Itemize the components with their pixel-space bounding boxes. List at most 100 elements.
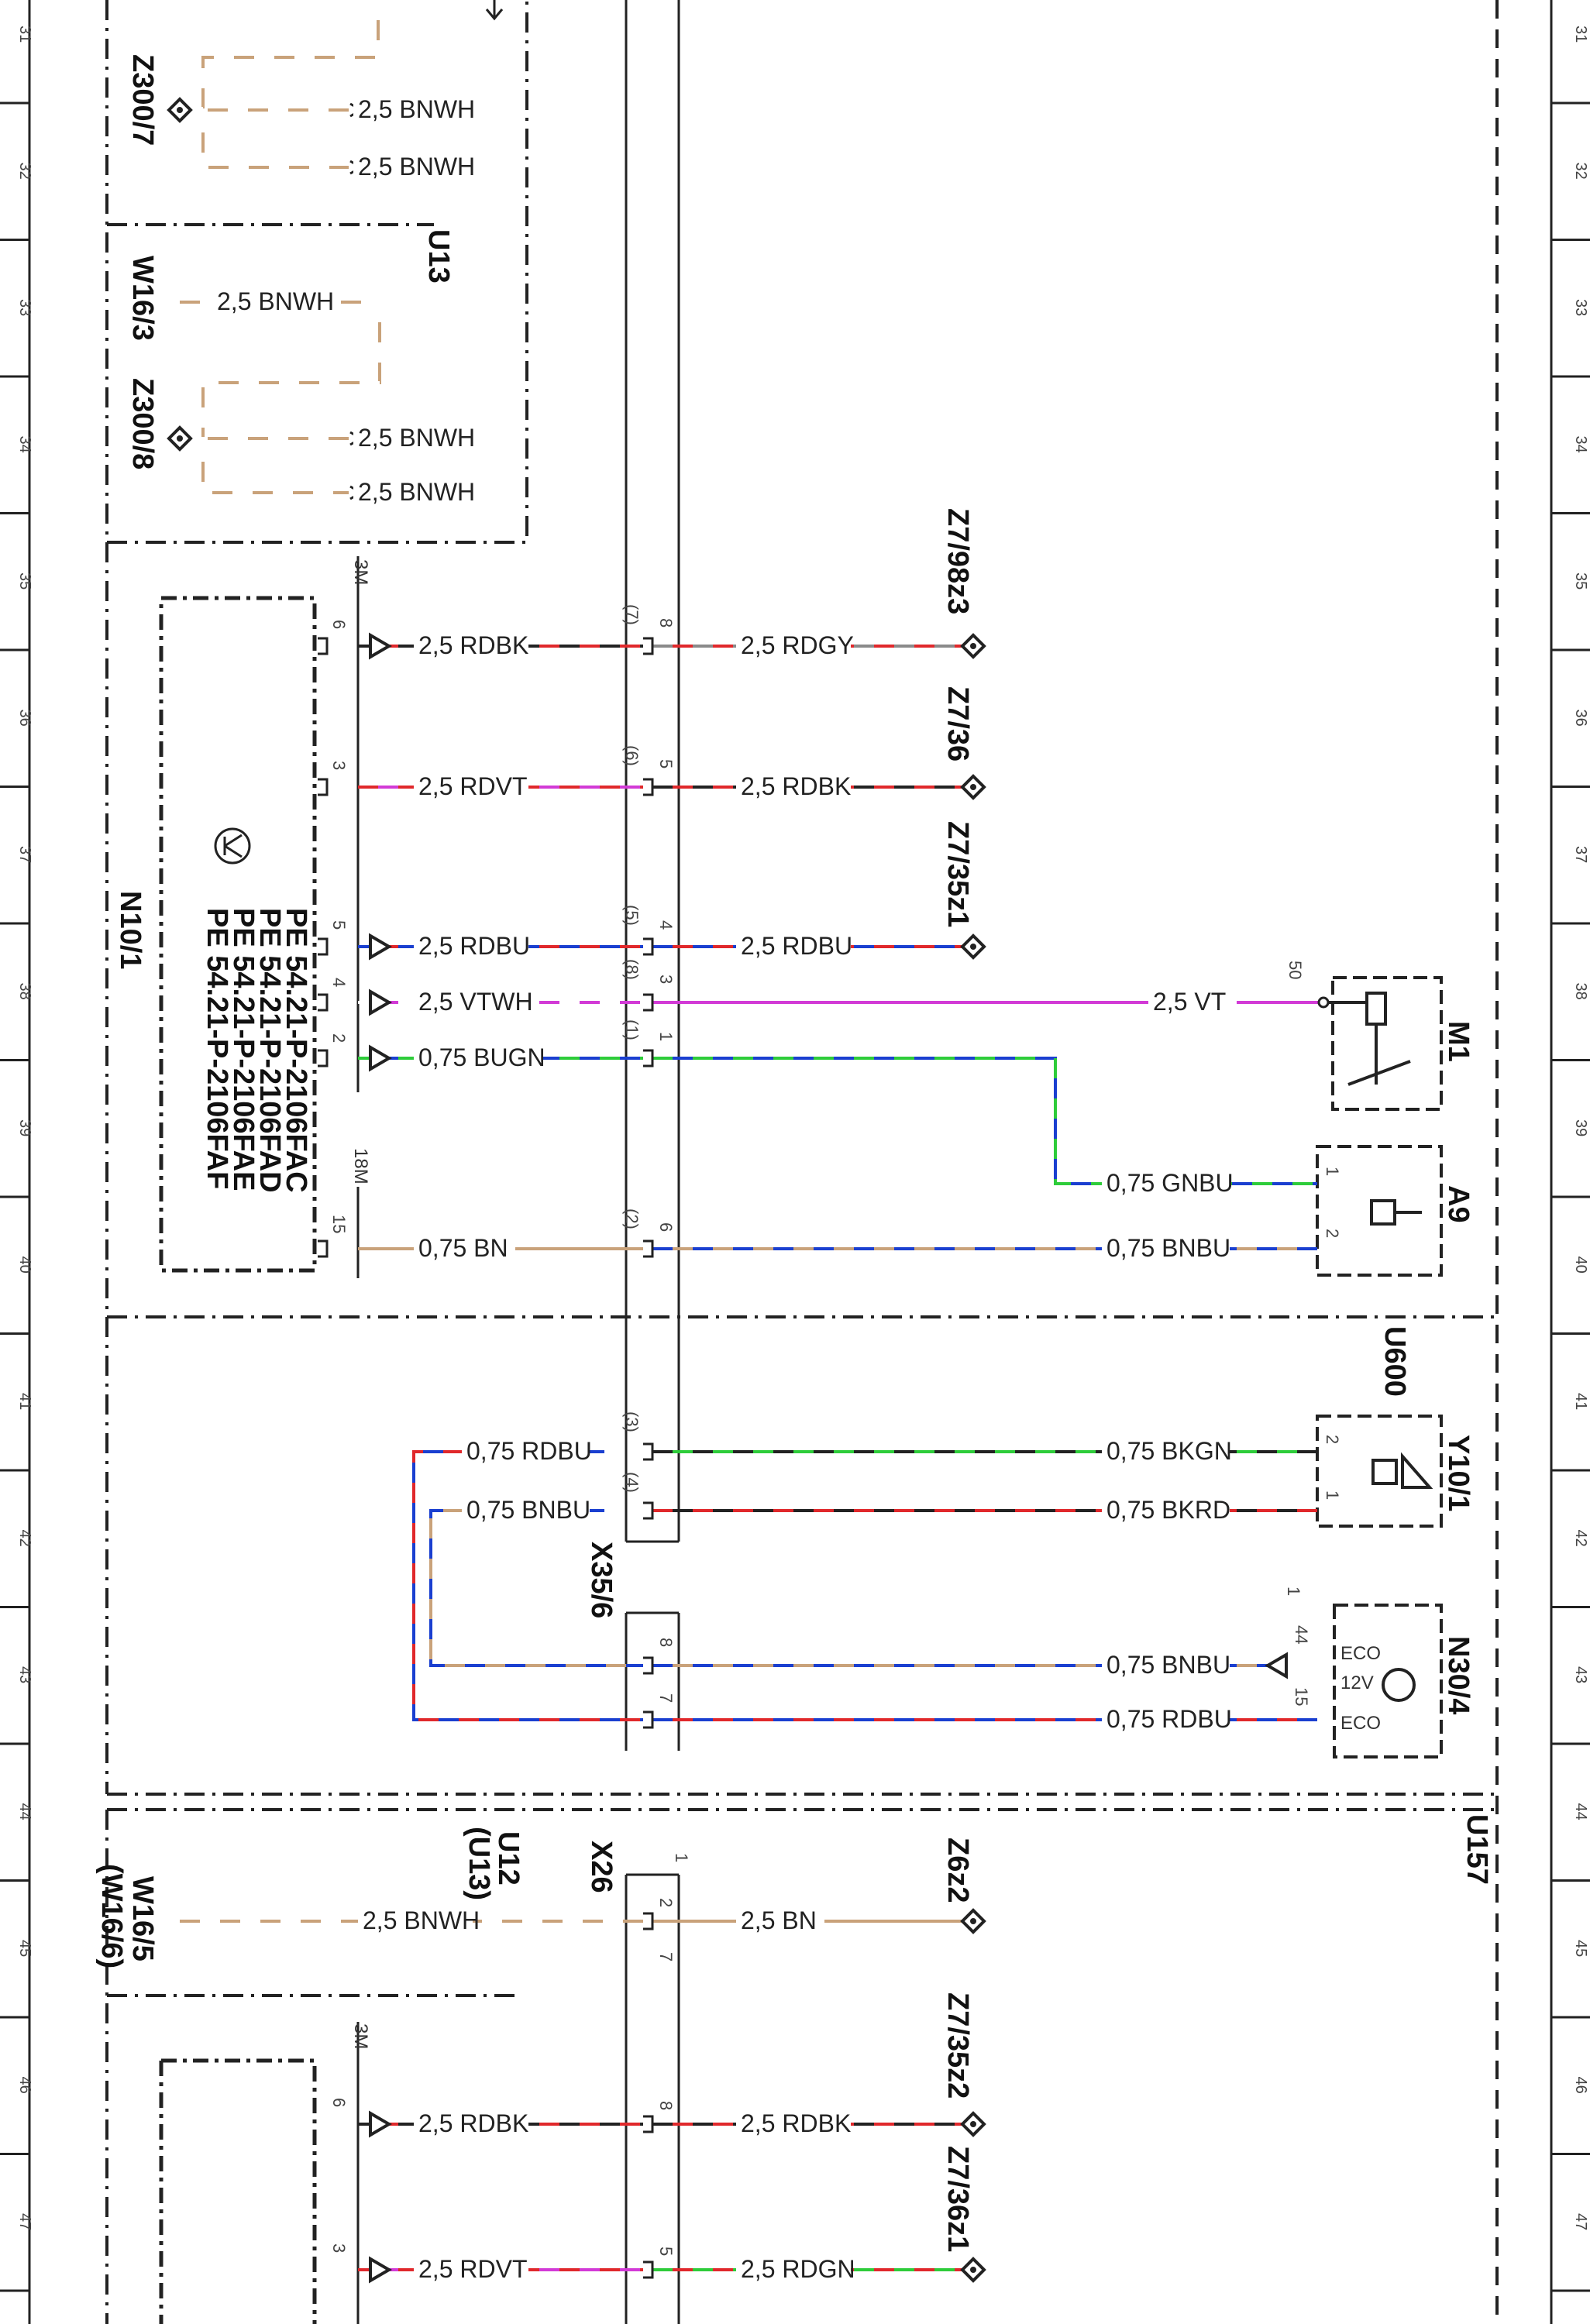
label-z6z2: Z6z2 [941, 1838, 974, 1903]
ruler-number-right: 40 [1572, 1257, 1589, 1274]
pe-ref-2: PE 54.21-P-2106FAD [253, 908, 286, 1193]
label-n10-1: N10/1 [114, 891, 146, 969]
z300-8-splice-icon [167, 425, 193, 452]
connector-pin-icon [643, 2115, 654, 2133]
label-z7-35z1: Z7/35z1 [941, 821, 974, 927]
wire-label-bg [736, 2254, 851, 2284]
x35-6-second-bar [625, 1611, 680, 1751]
x26-connector-bar [625, 1873, 680, 2324]
label-z7-36: Z7/36 [941, 686, 974, 761]
wire-label-w16_3_wire: 2,5 BNWH [217, 287, 334, 315]
label-z300-8: Z300/8 [126, 378, 159, 469]
ruler-number-left: 37 [16, 846, 33, 863]
wire-label-bg [1102, 1704, 1230, 1734]
wire-label-bg [736, 631, 851, 660]
arrow-down-icon [485, 0, 504, 21]
pin-x26_8: 8 [656, 2101, 676, 2110]
wire-label-bg [414, 1233, 515, 1263]
wire-label-bg [1148, 987, 1237, 1016]
ruler-number-right: 36 [1572, 710, 1589, 727]
connector-pin-icon [643, 1049, 654, 1067]
a9-symbol [1316, 1145, 1443, 1277]
ruler-number-right: 39 [1572, 1119, 1589, 1136]
ruler-number-right: 45 [1572, 1940, 1589, 1957]
pin-x35_3p: (3) [622, 1411, 642, 1432]
z6z2-splice-icon [960, 1908, 986, 1934]
ruler-number-left: 40 [16, 1257, 33, 1274]
z7-35z1-splice-icon [960, 933, 986, 960]
z7-36z1-splice-icon [960, 2257, 986, 2283]
label-u157: U157 [1461, 1814, 1493, 1885]
wire-z300-7-out1 [183, 57, 205, 110]
label-u13: U13 [422, 229, 455, 284]
connector-pin-icon [643, 778, 654, 796]
pin-n10_15: 15 [329, 1215, 349, 1233]
n30-4-symbol [1333, 1604, 1443, 1758]
wire-z300-7-in [201, 0, 380, 108]
n10-pin-arrow-icon [369, 988, 392, 1016]
connector-pin-icon [643, 1656, 654, 1675]
pin-labels: 63542158(7)5(6)4(5)3(8)1(1)6(2)(3)(4)875… [329, 604, 1342, 2256]
wire-label-bg [1102, 1233, 1230, 1263]
pin-n10_6: 6 [329, 620, 349, 629]
pin-x35_3: 3 [656, 975, 676, 984]
wire-label-bg [414, 772, 528, 801]
connector-pin-icon [643, 1501, 654, 1520]
wire-label-z300_8_out1: 2,5 BNWH [358, 424, 475, 452]
pin-n30_1: 1 [1284, 1587, 1303, 1596]
wire-label-z6z2_wire: 2,5 BN [741, 1906, 817, 1934]
wire-label-z300_8_out2: 2,5 BNWH [358, 478, 475, 506]
m1-symbol [1323, 976, 1443, 1111]
ruler-number-right: 43 [1572, 1666, 1589, 1683]
pin-x35_7p: (7) [622, 604, 642, 625]
n10-pin-icon [318, 778, 329, 796]
label-m1: M1 [1442, 1021, 1475, 1062]
ruler-number-left: 47 [16, 2213, 33, 2230]
n30-eco-top: ECO [1340, 1643, 1381, 1664]
label-x35-6: X35/6 [585, 1542, 618, 1618]
wire-label-bg [414, 1043, 542, 1072]
connector-pin-icon [643, 1442, 654, 1461]
wire-label-bg [462, 1436, 590, 1466]
pin-a9_2: 2 [1323, 1229, 1342, 1238]
wire-label-m1_wire: 2,5 VT [1153, 988, 1226, 1016]
ruler-left [0, 0, 31, 2324]
z300-7-splice-icon [167, 97, 193, 123]
y10-1-symbol [1316, 1415, 1443, 1528]
wire-z300-8-b [201, 442, 349, 494]
label-w16-5: W16/5 [126, 1876, 159, 1961]
pin-x26_1: 1 [672, 1853, 691, 1862]
wire-label-bg [462, 1495, 590, 1525]
wire-bugn-right [652, 1057, 1317, 1185]
ruler-number-right: 35 [1572, 572, 1589, 590]
n30-12v: 12V [1340, 1673, 1374, 1693]
wire-label-bg [736, 2109, 851, 2138]
wire-label-n30_pin44: 0,75 BNBU [1106, 1651, 1230, 1679]
ruler-number-right: 31 [1572, 26, 1589, 43]
n10-pin-arrow-icon [369, 632, 392, 660]
pin-x35_8: 8 [656, 618, 676, 627]
pin-x35_1: 1 [656, 1032, 676, 1041]
wire-label-z7_35z2_wire: 2,5 RDBK [741, 2109, 851, 2137]
wire-label-n10_pin6: 2,5 RDBK [418, 631, 528, 659]
label-z7-98z3: Z7/98z3 [941, 508, 974, 614]
wire-label-z7_98z3_wire: 2,5 RDGY [741, 631, 854, 659]
wire-label-bg [414, 2254, 528, 2284]
ruler-right [1550, 0, 1590, 2324]
pin-n30_44: 44 [1292, 1625, 1311, 1644]
ruler-number-right: 37 [1572, 846, 1589, 863]
wire-label-y10_pin1: 0,75 BKRD [1106, 1496, 1230, 1524]
x35-6-connector-bar [625, 0, 680, 1543]
connector-pin-icon [643, 2260, 654, 2279]
wire-label-z7_36_wire: 2,5 RDBK [741, 772, 851, 800]
wire-label-a9_pin1: 0,75 GNBU [1106, 1169, 1234, 1197]
wire-label-x35_pin4_left: 0,75 BNBU [466, 1496, 590, 1524]
n30-pin44-arrow-icon [1265, 1652, 1288, 1679]
pe-ref-3: PE 54.21-P-2106FAE [227, 908, 260, 1191]
n10-pin-icon [318, 1049, 329, 1067]
pin-x35_4p: (4) [622, 1472, 642, 1493]
pe-ref-1: PE 54.21-P-2106FAC [280, 908, 312, 1193]
pin-x26_5: 5 [656, 2247, 676, 2256]
wire-label-z300_7_out1: 2,5 BNWH [358, 95, 475, 123]
